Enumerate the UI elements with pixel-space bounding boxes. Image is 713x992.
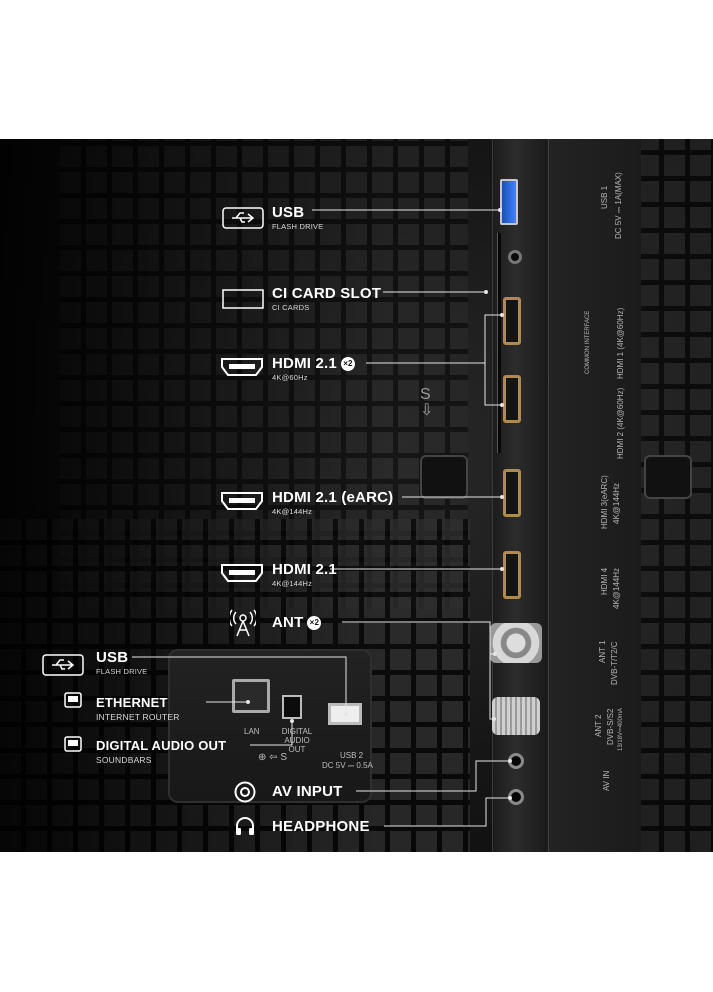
hdmi-icon bbox=[221, 492, 263, 510]
lan-print: LAN bbox=[244, 727, 260, 736]
hdmi-port-2 bbox=[503, 375, 521, 423]
label-digital-audio-out: DIGITAL AUDIO OUT SOUNDBARS bbox=[96, 737, 226, 765]
label-title: CI CARD SLOT bbox=[272, 285, 382, 302]
label-headphone: HEADPHONE bbox=[272, 818, 370, 835]
mounting-screw-left bbox=[420, 455, 468, 499]
connector-label-strip bbox=[548, 139, 641, 852]
usb-icon bbox=[222, 207, 264, 229]
label-ethernet: ETHERNET INTERNET ROUTER bbox=[96, 694, 180, 722]
ci-card-slot bbox=[497, 233, 501, 453]
av-icon bbox=[234, 781, 256, 803]
label-title: HDMI 2.1 (eARC) bbox=[272, 489, 394, 506]
label-sub: FLASH DRIVE bbox=[272, 222, 324, 231]
label-sub: CI CARDS bbox=[272, 303, 310, 312]
digital-audio-print: DIGITAL AUDIO OUT bbox=[281, 727, 313, 754]
label-sub: 4K@144Hz bbox=[272, 579, 313, 588]
s-mark-bottom: ⊕ ⇦ S bbox=[258, 752, 287, 763]
label-ci-card-slot: CI CARD SLOT CI CARDS bbox=[272, 285, 381, 313]
service-jack bbox=[508, 250, 522, 264]
antenna-port-1 bbox=[490, 623, 542, 663]
hdmi-port-1 bbox=[503, 297, 521, 345]
label-title: HDMI 2.1 bbox=[272, 355, 337, 372]
usb2-print: USB 2 bbox=[340, 751, 364, 760]
optical-port bbox=[282, 695, 302, 719]
hdmi-icon bbox=[221, 358, 263, 376]
lan-port bbox=[232, 679, 270, 713]
label-av-input: AV INPUT bbox=[272, 783, 343, 800]
label-title: ETHERNET bbox=[96, 695, 168, 710]
label-sub: FLASH DRIVE bbox=[96, 667, 148, 676]
usb-icon bbox=[42, 654, 84, 676]
label-title: AV INPUT bbox=[272, 783, 343, 800]
hdmi-port-4 bbox=[503, 551, 521, 599]
label-title: USB bbox=[272, 204, 305, 221]
antenna-port-2 bbox=[492, 697, 540, 735]
hdmi-port-3 bbox=[503, 469, 521, 517]
label-sub: 4K@60Hz bbox=[272, 373, 308, 382]
label-title: USB bbox=[96, 649, 129, 666]
label-usb-top: USB FLASH DRIVE bbox=[272, 204, 323, 232]
label-title: DIGITAL AUDIO OUT bbox=[96, 738, 227, 753]
tv-rear-panel-photo: S⇩ LAN DIGITAL AUDIO OUT USB 2 DC 5V ⎓ 0… bbox=[0, 139, 713, 852]
s-arrow-mark: S⇩ bbox=[420, 386, 434, 419]
label-title: ANT bbox=[272, 614, 304, 631]
usb-port-1 bbox=[500, 179, 518, 225]
ci-card-icon bbox=[222, 289, 264, 309]
label-sub: INTERNET ROUTER bbox=[96, 712, 180, 722]
antenna-icon bbox=[230, 609, 256, 637]
bottom-connector-box bbox=[168, 649, 372, 803]
ethernet-icon bbox=[64, 692, 82, 708]
count-badge: ×2 bbox=[307, 616, 322, 630]
label-hdmi-x2: HDMI 2.1×2 4K@60Hz bbox=[272, 355, 355, 383]
count-badge: ×2 bbox=[340, 357, 355, 371]
label-sub: SOUNDBARS bbox=[96, 755, 152, 765]
label-title: HDMI 2.1 bbox=[272, 561, 337, 578]
label-title: HEADPHONE bbox=[272, 818, 370, 835]
label-sub: 4K@144Hz bbox=[272, 507, 313, 516]
label-ant: ANT×2 bbox=[272, 614, 322, 631]
usb2-spec-print: DC 5V ⎓ 0.5A bbox=[322, 761, 373, 770]
headphone-icon bbox=[236, 817, 254, 835]
label-hdmi-earc: HDMI 2.1 (eARC) 4K@144Hz bbox=[272, 489, 393, 517]
label-usb-bottom: USB FLASH DRIVE bbox=[96, 649, 147, 677]
callout-lines bbox=[132, 208, 512, 827]
label-hdmi: HDMI 2.1 4K@144Hz bbox=[272, 561, 337, 589]
hdmi-icon bbox=[221, 564, 263, 582]
mounting-screw-right bbox=[644, 455, 692, 499]
optical-icon bbox=[64, 736, 82, 752]
